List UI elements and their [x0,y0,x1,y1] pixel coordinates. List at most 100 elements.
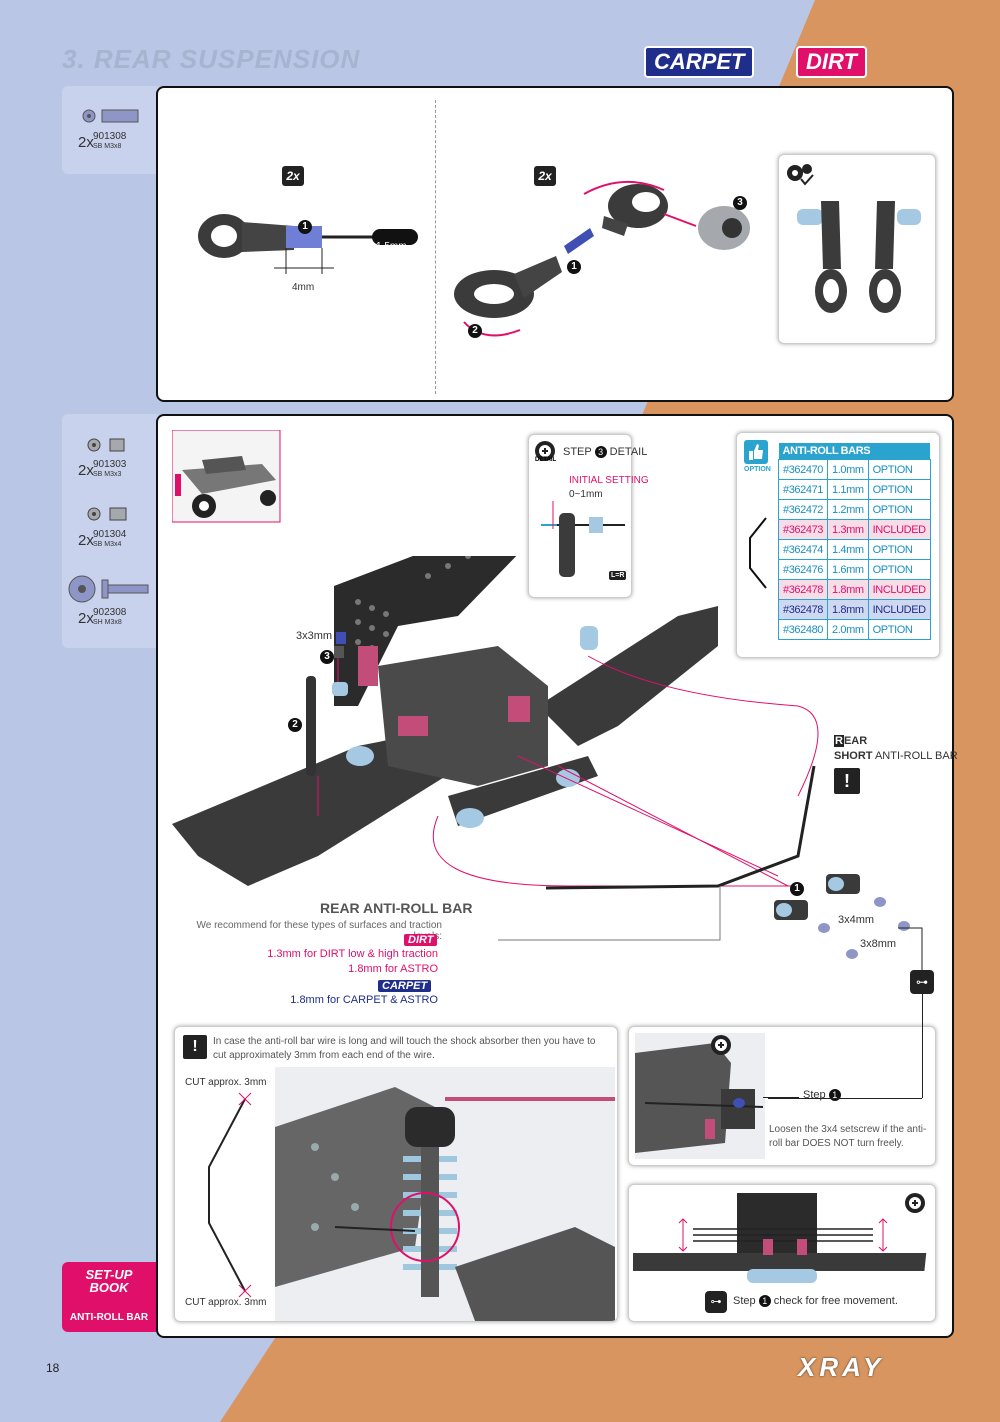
table-cell-size: 1.2mm [827,499,869,520]
table-cell-size: 1.0mm [827,459,869,480]
initial-setting-label: INITIAL SETTING [569,475,649,486]
setup-book-subtitle: ANTI-ROLL BAR [69,1312,149,1323]
detail-magnifier-icon [711,1035,731,1055]
table-cell-status: OPTION [867,559,931,580]
setscrew-text: Loosen the 3x4 setscrew if the anti-roll… [769,1124,927,1149]
thumbs-up-icon [744,440,768,464]
table-cell-code: #362480 [777,619,829,640]
warning-icon: ! [834,768,860,794]
socket-head-screw-icon [68,575,149,603]
lr-tag: L=R [609,571,627,580]
hex-key-label: 1.5mm [376,241,407,252]
table-cell-code: #362473 [777,519,829,540]
car-location-thumbnail [172,430,281,523]
callout-3: 3 [733,196,747,210]
carpet-badge: CARPET [644,46,755,78]
dirt-badge-small: DIRT [404,934,438,946]
carpet-badge-small: CARPET [378,980,432,992]
hex-wrench-icon: ⊶ [705,1291,727,1313]
detail-magnifier-icon [535,441,555,461]
table-cell-code: #362470 [777,459,829,480]
step1-panel: 2x 2x 1 1.5mm 4mm 3 1 2 [156,86,954,402]
setscrew-detail-box: Step 1 Loosen the 3x4 setscrew if the an… [628,1026,936,1166]
brand-logo: XRAY [798,1352,885,1382]
part-qty: 2x [78,610,94,627]
rear-short-label: REAR SHORT ANTI-ROLL BAR [834,735,958,762]
detail-magnifier-icon [905,1193,925,1213]
shock-contact-illustration [275,1067,615,1321]
part-qty: 2x [78,532,94,549]
table-cell-size: 1.1mm [827,479,869,500]
result-inset [778,154,936,344]
detail-illustration [541,501,625,577]
step-label: Step 1 [803,1089,841,1101]
cut-bottom-label: CUT approx. 3mm [185,1297,267,1308]
step1-parts-box [62,86,158,174]
dirt-line-1: 1.3mm for DIRT low & high traction [267,948,438,960]
part-qty: 2x [78,134,94,151]
initial-range-label: 0~1mm [569,489,603,500]
table-cell-code: #362478 [777,599,829,620]
option-tag: OPTION [744,466,771,473]
rear-suspension-illustration [172,556,923,974]
detail-tag: DETAIL [535,457,557,463]
assembled-rod-ends-illustration [797,201,921,313]
table-cell-size: 1.3mm [827,519,869,540]
hex-wrench-icon: ⊶ [910,970,934,994]
rod-end-assembly-illustration [454,181,750,337]
carpet-line-1: 1.8mm for CARPET & ASTRO [290,994,438,1006]
free-movement-text: Step 1 check for free movement. [733,1295,898,1307]
callout-1: 1 [790,882,804,896]
table-cell-status: OPTION [867,619,931,640]
table-cell-status: INCLUDED [867,579,931,600]
table-cell-status: OPTION [867,459,931,480]
table-cell-status: OPTION [867,499,931,520]
callout-2: 2 [468,324,482,338]
table-cell-status: OPTION [867,479,931,500]
warning-icon: ! [183,1035,207,1059]
cut-top-label: CUT approx. 3mm [185,1077,267,1088]
setscrew-icon [87,507,127,521]
setscrew-icon [87,438,125,452]
screw-3x3-label: 3x3mm [296,630,333,642]
gears-check-icon [787,164,814,186]
part-qty: 2x [78,462,94,479]
page-number: 18 [46,1361,60,1375]
screw-3x4-label: 3x4mm [838,914,875,926]
free-movement-illustration [633,1193,927,1283]
table-cell-code: #362474 [777,539,829,560]
button-screw-icon [82,109,139,123]
table-cell-code: #362472 [777,499,829,520]
step2-panel: DETAIL STEP 3 DETAIL INITIAL SETTING 0~1… [156,414,958,1338]
callout-1: 1 [567,260,581,274]
rod-end-illustration [198,214,418,274]
dirt-badge: DIRT [796,46,867,78]
table-header: ANTI-ROLL BARS [778,443,931,460]
dirt-line-2: 1.8mm for ASTRO [348,963,438,975]
table-cell-size: 1.8mm [827,579,869,600]
detail-title: STEP 3 DETAIL [563,446,648,458]
callout-1: 1 [298,220,312,234]
anti-roll-title: REAR ANTI-ROLL BAR [320,900,473,916]
cut-note-text: In case the anti-roll bar wire is long a… [213,1036,596,1061]
depth-label: 4mm [292,282,315,293]
screw-3x8-label: 3x8mm [860,938,897,950]
cut-note-box: ! In case the anti-roll bar wire is long… [174,1026,618,1322]
multiplier-badge: 2x [282,166,304,186]
multiplier-badge: 2x [534,166,556,186]
